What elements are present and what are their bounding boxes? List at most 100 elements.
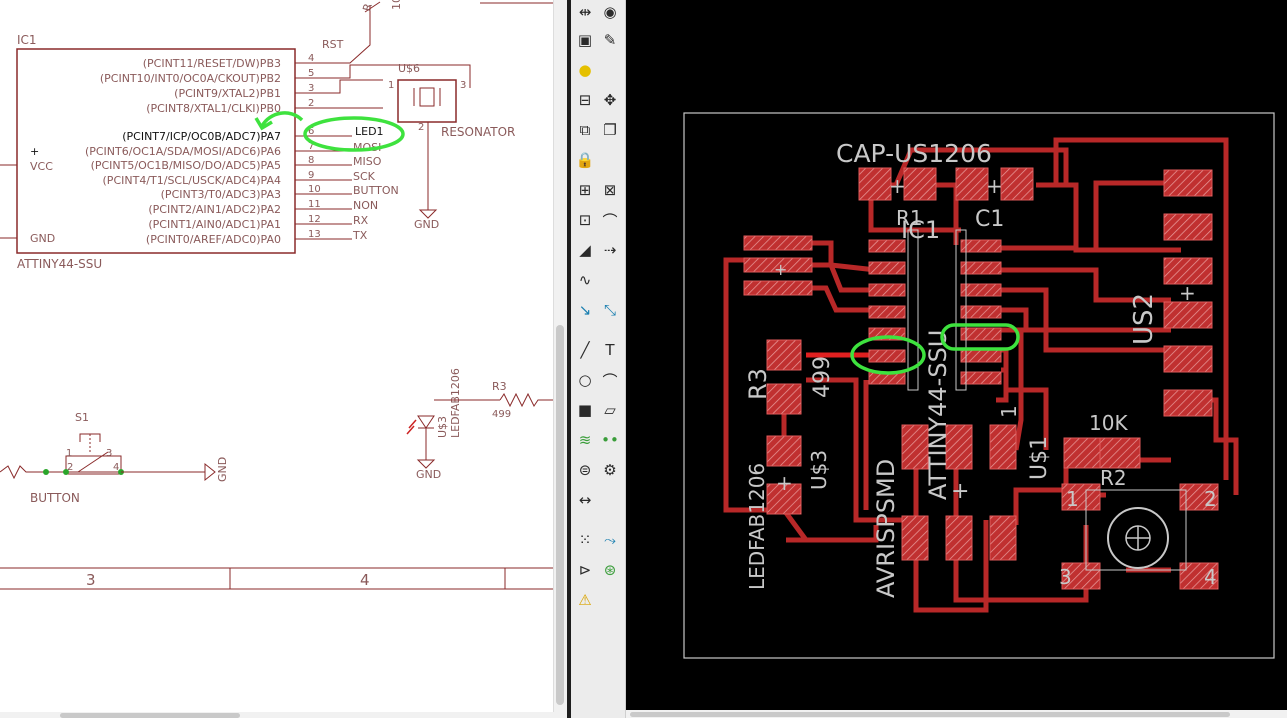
split-icon[interactable]: ⊡ [578,211,592,229]
hole-icon[interactable]: ⊜ [578,461,592,479]
lock-icon[interactable]: 🔒 [575,151,595,169]
svg-text:1: 1 [388,80,394,91]
smd-pad[interactable] [766,339,802,371]
smash-icon[interactable]: ↘ [578,301,592,319]
smd-pad[interactable] [766,435,802,467]
led-us3[interactable]: GND U$3 LEDFAB1206 [406,368,462,481]
smd-pad[interactable] [868,349,906,363]
ic1-pin-label: (PCINT8/XTAL1/CLKI)PB0 [146,102,281,115]
smd-pad[interactable] [766,383,802,415]
smd-pad[interactable] [955,167,989,201]
smd-pad[interactable] [901,424,929,470]
drc-icon[interactable]: ⊳ [578,561,592,579]
net-rst: RST [322,38,344,51]
smd-pad[interactable] [743,235,813,251]
smd-pad[interactable] [766,483,802,515]
polygon-icon[interactable]: ▱ [604,401,616,419]
signal-icon[interactable]: •• [601,431,619,449]
circle-icon[interactable]: ○ [578,371,592,389]
optimize-icon[interactable]: ⌒ [602,211,618,230]
smd-pad[interactable] [989,424,1017,470]
resistor-r3[interactable]: R3 499 [434,380,553,420]
smd-pad[interactable] [960,327,1002,341]
smd-pad[interactable] [960,239,1002,253]
smd-pad[interactable] [901,515,929,561]
smd-pad[interactable] [989,515,1017,561]
layer-icon[interactable]: ▣ [577,31,593,49]
r3-value: 499 [492,409,511,420]
smd-pad[interactable] [743,257,813,273]
switch-s1[interactable]: GND S1 BUTTON 1 2 3 4 [0,411,229,505]
svg-text:+: + [30,145,39,158]
smd-pad[interactable] [1000,167,1034,201]
label-ic-part: ATTINY44-SSU [924,330,952,500]
resonator[interactable]: U$6 RESONATOR 1 3 2 GND [388,62,515,231]
smd-pad[interactable] [960,349,1002,363]
label-r1: R1 [896,206,923,230]
board-toolbar: ⇹ ◉ ▣ ✎ ● ⊟ ✥ ⧉ ❐ 🔒 ⊞ ⊠ ⊡ ⌒ ◢ ⇢ ∿ ↘ ⤡ ╱ … [571,0,626,718]
smd-pad[interactable] [1163,257,1213,285]
move-icon[interactable]: ✥ [603,91,617,109]
board-canvas[interactable]: CAP-US1206 R1 C1 IC1 ATTINY44-SSU US2 R3… [626,0,1287,710]
board-view[interactable]: CAP-US1206 R1 C1 IC1 ATTINY44-SSU US2 R3… [626,0,1287,710]
smd-pad[interactable] [1163,389,1213,417]
wrench-icon[interactable]: ✎ [603,31,617,49]
smd-pad[interactable] [1061,483,1101,511]
smd-pad[interactable] [960,305,1002,319]
schematic-view[interactable]: IC1 ATTINY44-SSU VCC GND + (PCINT11/RESE… [0,0,553,712]
schematic-horizontal-scrollbar[interactable] [0,712,567,718]
smd-pad[interactable] [960,261,1002,275]
smd-pad[interactable] [945,515,973,561]
via-icon[interactable]: ≋ [578,431,592,449]
smd-pad[interactable] [960,283,1002,297]
smd-pad[interactable] [1099,437,1141,469]
change-icon[interactable]: ⊠ [603,181,617,199]
label-r3-value: 499 [810,356,835,398]
text-icon[interactable]: T [605,341,615,359]
smd-pad[interactable] [858,167,892,201]
board-horizontal-scroll-thumb[interactable] [630,712,1230,717]
smd-pad[interactable] [903,167,937,201]
wire-icon[interactable]: ╱ [580,341,590,359]
smd-pad[interactable] [960,371,1002,385]
ripup-icon[interactable]: ⇢ [603,241,617,259]
schematic-vertical-scroll-thumb[interactable] [556,325,564,705]
meander-icon[interactable]: ∿ [578,271,592,289]
copy-icon[interactable]: ⧉ [579,121,591,139]
arc-icon[interactable]: ⌒ [602,371,618,390]
info-icon[interactable]: ◉ [603,3,617,21]
schematic-horizontal-scroll-thumb[interactable] [60,713,240,718]
route-icon[interactable]: ◢ [579,241,591,259]
smd-pad[interactable] [868,305,906,319]
smd-pad[interactable] [1063,437,1105,469]
ic1-pin-label: (PCINT4/T1/SCL/USCK/ADC4)PA4 [103,174,281,187]
smd-pad[interactable] [1163,213,1213,241]
svg-text:3: 3 [460,80,466,91]
smd-pad[interactable] [1163,301,1213,329]
highlight-icon[interactable]: ● [578,61,592,79]
smd-pad[interactable] [1061,562,1101,590]
autoroute-icon[interactable]: ⤡ [603,301,616,319]
warning-icon[interactable]: ⚠ [578,591,592,609]
mirror-icon[interactable]: ⇹ [578,3,592,21]
schematic-frame: 3 4 [0,567,553,590]
group-icon[interactable]: ⊞ [578,181,592,199]
ic1-vcc: VCC [30,160,53,173]
smd-pad[interactable] [868,239,906,253]
smd-pad[interactable] [945,424,973,470]
smd-pad[interactable] [1163,345,1213,373]
delete-icon[interactable]: ⊟ [578,91,592,109]
errors-icon[interactable]: ⊛ [603,561,617,579]
smd-pad[interactable] [868,261,906,275]
paste-icon[interactable]: ❐ [603,121,617,139]
schematic-canvas[interactable]: IC1 ATTINY44-SSU VCC GND + (PCINT11/RESE… [0,0,553,712]
smd-pad[interactable] [743,280,813,296]
dimension-icon[interactable]: ↔ [578,491,592,509]
ratsnest-icon[interactable]: ⁙ [578,531,592,549]
smd-pad[interactable] [868,283,906,297]
smd-pad[interactable] [1163,169,1213,197]
rectangle-icon[interactable]: ■ [577,401,593,419]
auto-icon[interactable]: ⤳ [603,531,616,549]
trimpot-r2[interactable] [1085,489,1187,571]
attribute-icon[interactable]: ⚙ [603,461,617,479]
